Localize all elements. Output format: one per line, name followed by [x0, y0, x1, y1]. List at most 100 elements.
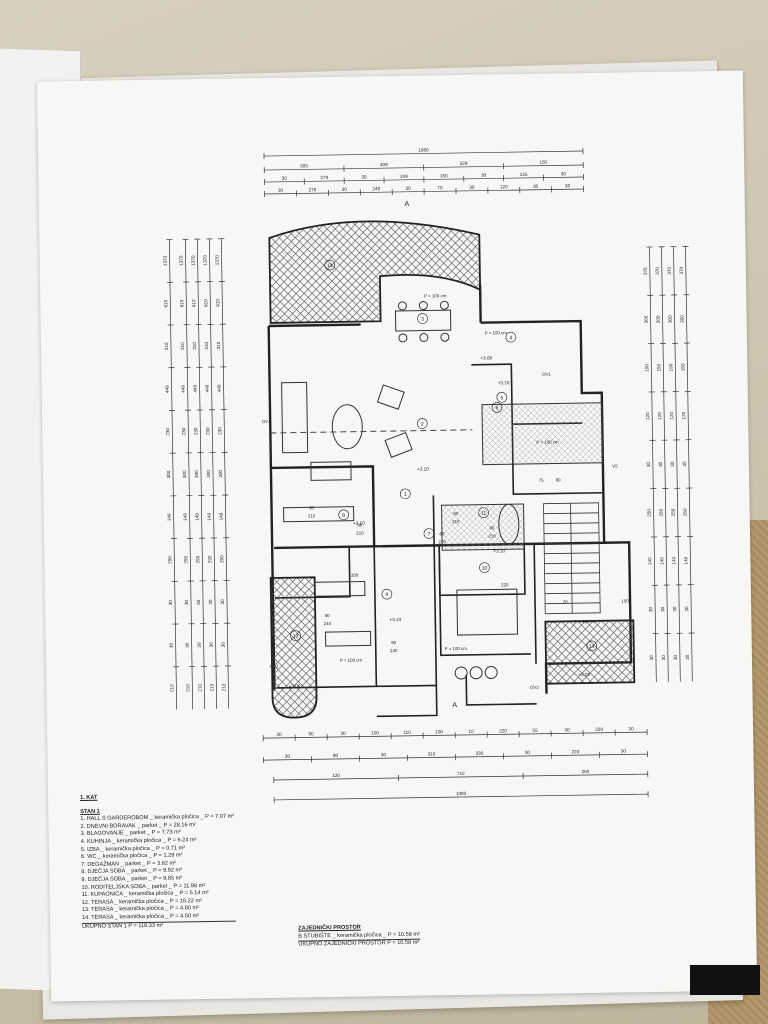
opening-note: P = 100 cm [340, 658, 363, 663]
dimension-label: 250 [671, 508, 676, 516]
dimension-label: 505 [300, 163, 308, 168]
door-dimension: 90 [391, 640, 397, 645]
dimension-line [184, 239, 194, 710]
room-number: 10 [482, 566, 488, 572]
room-number-circle [290, 630, 301, 641]
inner-dimension: 150 [621, 598, 629, 603]
dimension-label: 1370 [203, 255, 208, 266]
door-dimension: 210 [356, 531, 364, 536]
dimension-label: 210 [185, 684, 190, 692]
dimension-label: 310 [180, 342, 185, 350]
dimension-label: 30 [220, 599, 225, 605]
window-label: OV1 [542, 372, 551, 377]
room-number: 12 [293, 634, 299, 640]
window-label: OV2 [530, 685, 539, 690]
dimension-label: 30 [276, 732, 282, 737]
dimension-label: 30 [525, 750, 531, 755]
dimension-label: 310 [204, 341, 209, 349]
dimension-label: 140 [683, 556, 688, 564]
dimension-label: 140 [671, 557, 676, 565]
room-number: 6 [496, 405, 499, 411]
dimension-label: 120 [332, 773, 340, 778]
inner-dimension: 20 [563, 599, 569, 604]
dimension-label: 30 [469, 185, 475, 190]
dimension-label: 30 [648, 606, 653, 612]
room-number-circle [505, 331, 517, 343]
dimension-label: 1370 [215, 255, 220, 266]
dimension-label: 30 [209, 642, 214, 648]
dimension-label: 370 [667, 267, 672, 275]
dimension-label: 250 [647, 509, 652, 517]
room-number: 4 [509, 335, 512, 341]
door-dimension: 80 [489, 525, 495, 530]
dimension-label: 150 [680, 363, 685, 371]
dimension-label: 610 [179, 299, 184, 307]
room-number-circle [586, 640, 598, 652]
dimension-label: 210 [169, 684, 174, 692]
dimension-label: 310 [192, 342, 197, 350]
dimension-label: 150 [440, 173, 448, 178]
dimension-label: 150 [539, 160, 547, 165]
dimension-line [168, 239, 178, 710]
dimension-label: 210 [197, 683, 202, 691]
dimension-label: 30 [649, 655, 654, 661]
inner-dimension: 80 [556, 477, 562, 482]
dimension-label: 30 [561, 171, 567, 176]
room-number: 1 [404, 492, 407, 498]
dimension-label: 30 [682, 461, 687, 467]
dimension-label: 370 [655, 267, 660, 275]
opening-note: P = 100 cm [485, 330, 508, 335]
dimension-label: 149 [207, 512, 212, 520]
door-dimension: 210 [488, 533, 496, 538]
room-number-circle [324, 259, 336, 271]
dimension-label: 300 [194, 470, 199, 478]
dimension-label: 220 [572, 749, 580, 754]
dimension-label: 370 [679, 266, 684, 274]
room-number: 7 [428, 531, 431, 537]
dimension-label: 55 [532, 728, 538, 733]
dimension-label: 30 [481, 173, 487, 178]
dimension-label: 30 [169, 642, 174, 648]
dimension-label: 409 [380, 162, 388, 167]
dimension-label: 230 [165, 428, 170, 436]
room-legend: 1. KAT STAN 1 1. HALL S GARDEROBOM _ ker… [80, 793, 236, 932]
dimension-label: 30 [628, 726, 634, 731]
dimension-label: 150 [644, 364, 649, 372]
dimension-label: 30 [185, 642, 190, 648]
dimension-label: 229 [460, 161, 468, 166]
dimension-label: 290 [195, 555, 200, 563]
dimension-label: 449 [181, 385, 186, 393]
room-number-circle [416, 418, 428, 429]
room-number-circle [478, 507, 489, 518]
dimension-label: 140 [647, 557, 652, 565]
section-mark: A [452, 702, 457, 709]
dimension-label: 370 [643, 267, 648, 275]
dimension-label: 30 [673, 654, 678, 660]
opening-note: P = 125 cm [574, 619, 597, 624]
dimension-label: 30 [184, 599, 189, 605]
dimension-label: 610 [203, 299, 208, 307]
dimension-label: 149 [167, 513, 172, 521]
room-number: 14 [589, 644, 595, 650]
room-number: 5 [500, 395, 503, 401]
dimension-label: 230 [193, 427, 198, 435]
opening-note: P = 100 cm [424, 293, 447, 298]
dimension-label: 30 [621, 748, 627, 753]
dimension-label: 100 [371, 730, 379, 735]
dimension-label: 449 [193, 384, 198, 392]
dimension-label: 310 [164, 342, 169, 350]
dimension-label: 30 [405, 186, 411, 191]
dimension-label: 30 [670, 461, 675, 467]
dimension-label: 30 [168, 600, 173, 606]
dimension-label: 30 [282, 176, 288, 181]
window-label: V5 [612, 464, 618, 469]
dimension-label: 449 [205, 384, 210, 392]
door-dimension: 90 [309, 505, 315, 510]
dimension-label: 30 [208, 599, 213, 605]
dimension-label: 30 [340, 731, 346, 736]
dimension-label: 610 [215, 299, 220, 307]
dimension-label: 230 [181, 427, 186, 435]
dimension-label: 290 [219, 555, 224, 563]
hall-tiles [481, 402, 604, 466]
